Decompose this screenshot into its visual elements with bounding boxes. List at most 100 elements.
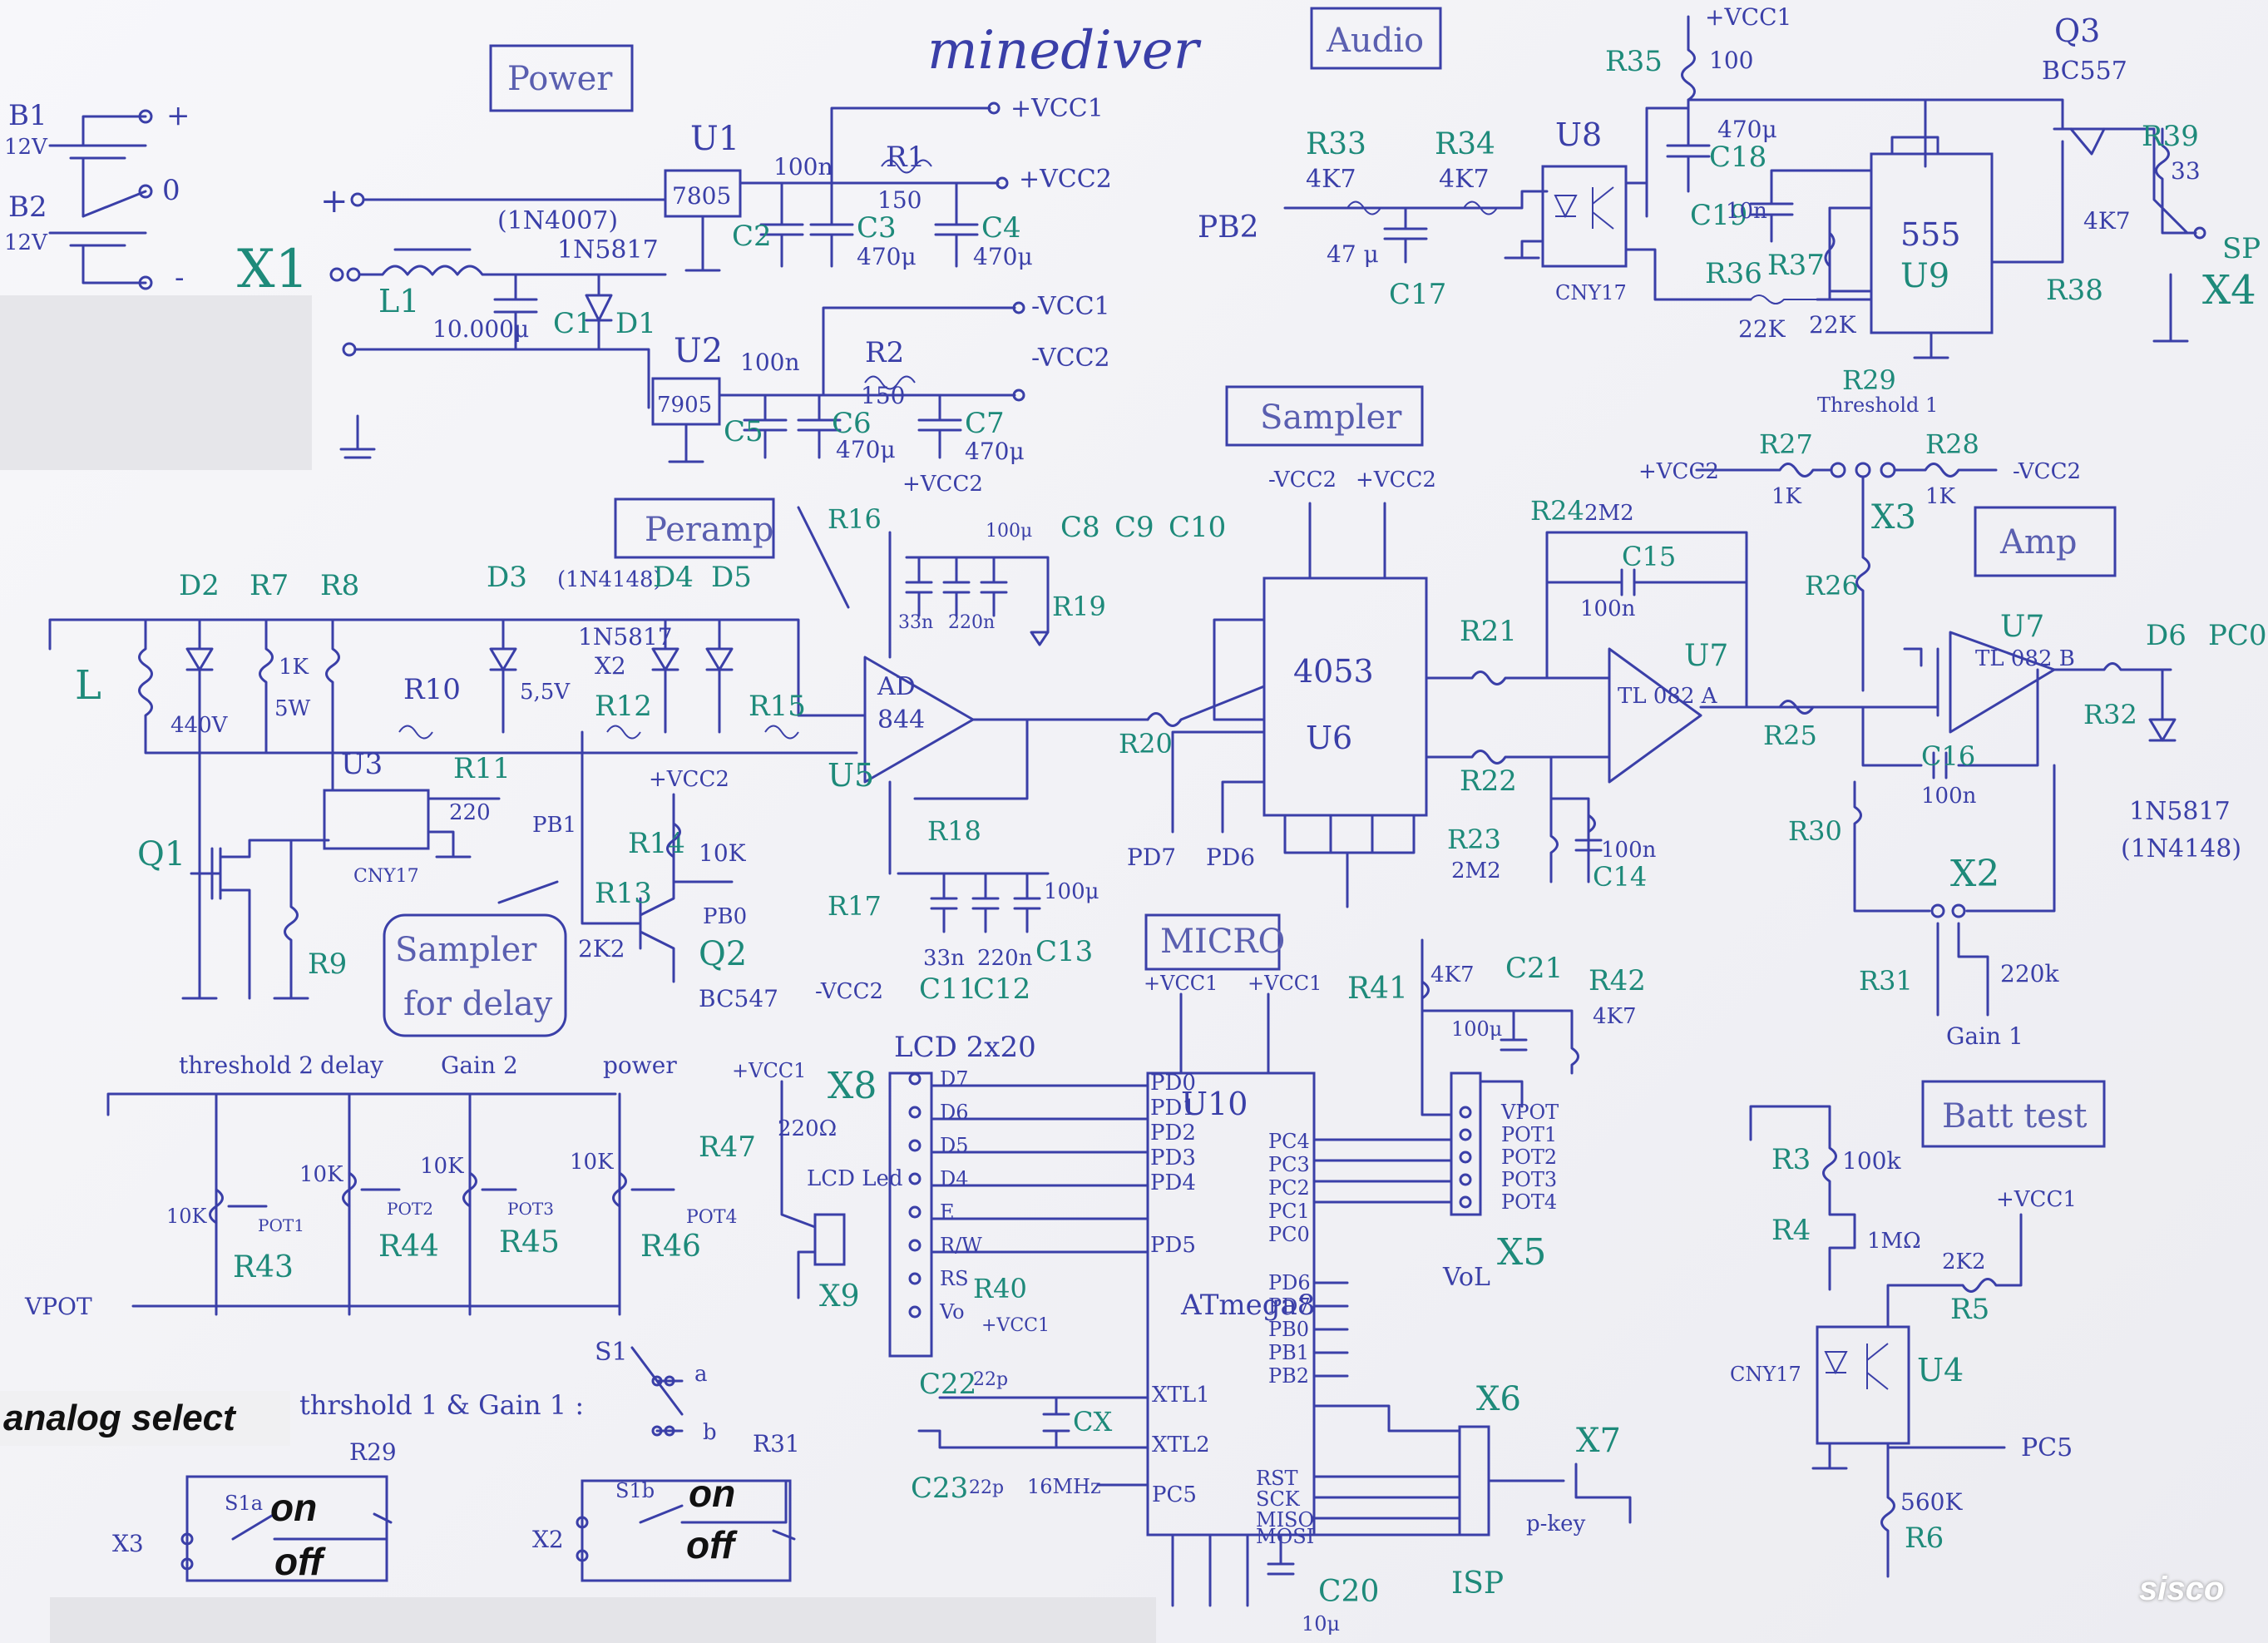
r36-value: 22K — [1738, 315, 1786, 343]
sampler-section: 4053 U6 R20 -VCC2 +VCC2 PD7 PD6 R21 R22 … — [1119, 468, 1865, 908]
c7-label: C7 — [965, 407, 1005, 440]
r37-label: R37 — [1767, 249, 1825, 282]
title: minediver — [927, 20, 1202, 82]
r6-value: 560K — [1900, 1488, 1963, 1516]
lcd-led-label: LCD Led — [807, 1166, 903, 1191]
mcu-pd-pin-2: PD2 — [1150, 1121, 1196, 1146]
xtl1-pin: XTL1 — [1152, 1383, 1210, 1408]
r43-value: 10K — [166, 1205, 208, 1228]
r15-label: R15 — [749, 690, 806, 723]
cx-label: CX — [1073, 1406, 1112, 1438]
mcu-right-pin-8: PB1 — [1268, 1341, 1309, 1364]
mcu-right-pin-0: PC4 — [1268, 1130, 1310, 1153]
q3-part: BC557 — [2042, 57, 2127, 86]
vpot-label: VPOT — [24, 1293, 92, 1320]
r41-value: 4K7 — [1430, 963, 1475, 987]
audio-box — [1310, 7, 1442, 70]
r23-value: 2M2 — [1451, 859, 1501, 883]
x4-label: X4 — [2202, 267, 2256, 314]
u5-ad: AD — [877, 672, 916, 701]
s1b-label: S1b — [615, 1479, 655, 1502]
r7-label: R7 — [250, 569, 289, 602]
lcd-pin-2: D5 — [940, 1134, 969, 1157]
c9-label: C9 — [1114, 511, 1154, 544]
r9-label: R9 — [308, 948, 347, 981]
u2-label: U2 — [674, 332, 723, 370]
r5-value: 2K2 — [1942, 1250, 1986, 1274]
r22-label: R22 — [1460, 765, 1517, 798]
mcu-pd-pin-3: PD3 — [1150, 1146, 1196, 1170]
u6-vcc2: +VCC2 — [1356, 468, 1436, 492]
mcu-vcc1-a: +VCC1 — [1144, 972, 1218, 995]
signature: sisco — [2139, 1571, 2225, 1607]
r27-value: 1K — [1771, 484, 1802, 509]
c19-value: 10n — [1726, 199, 1767, 224]
audio-pb2: PB2 — [1198, 210, 1259, 245]
x9-label: X9 — [819, 1279, 860, 1314]
r13-label: R13 — [595, 877, 652, 910]
r32-label: R32 — [2083, 699, 2137, 730]
preamp-arrow — [797, 506, 850, 609]
r14-value: 10K — [699, 839, 747, 867]
c23-label: C23 — [911, 1472, 968, 1505]
batt-plus: + — [166, 99, 190, 132]
preamp-section: L D2 440V R7 1K 5W R8 R10 D3 5,5V (1N414… — [48, 472, 1226, 1012]
pc5-pin: PC5 — [1152, 1482, 1197, 1507]
l1-label: L1 — [378, 283, 419, 319]
mcu-right-pin-2: PC2 — [1268, 1176, 1310, 1200]
vcc1-out: +VCC1 — [1010, 94, 1104, 123]
s1a-label: S1a — [225, 1492, 263, 1515]
r42-label: R42 — [1589, 964, 1646, 997]
pot-function-1: delay — [320, 1052, 383, 1079]
nvcc2-out: -VCC2 — [1031, 344, 1110, 373]
c9-value: 220n — [948, 612, 995, 633]
c11-value: 33n — [923, 946, 965, 971]
x1-label: X1 — [237, 239, 309, 300]
c5-label: C5 — [724, 415, 763, 448]
c22-label: C22 — [919, 1368, 976, 1401]
pot-conn-pin-0: VPOT — [1500, 1101, 1559, 1124]
u5-nvcc2: -VCC2 — [815, 979, 883, 1004]
mcu-right-pin-6: PD7 — [1268, 1294, 1311, 1318]
r19-label: R19 — [1052, 591, 1106, 622]
c22-value: 22p — [973, 1369, 1008, 1390]
r7-watt: 5W — [274, 696, 311, 721]
mcu-pd-pin-5: PD5 — [1150, 1233, 1196, 1258]
u1-part: 7805 — [672, 182, 731, 210]
lcd-pin-4: E — [940, 1200, 955, 1224]
r28-label: R28 — [1925, 428, 1979, 460]
u5-vcc2: +VCC2 — [902, 472, 983, 497]
r29-label: R29 — [1842, 364, 1896, 396]
x2-amp-label: X2 — [1950, 853, 1999, 895]
miso-pin: MISO — [1256, 1508, 1314, 1532]
c12-label: C12 — [973, 972, 1030, 1006]
isp-label: ISP — [1451, 1566, 1504, 1601]
q2-label: Q2 — [699, 935, 747, 973]
lcd-label: LCD 2x20 — [894, 1031, 1036, 1064]
pot3-tag: POT3 — [507, 1199, 554, 1219]
pots-r29: R29 — [349, 1438, 397, 1466]
pots-x3: X3 — [112, 1530, 144, 1557]
c12-value: 220n — [977, 946, 1033, 971]
r23-label: R23 — [1447, 824, 1501, 855]
c8-value: 33n — [898, 612, 933, 633]
pots-r31: R31 — [753, 1430, 800, 1457]
r5-label: R5 — [1950, 1293, 1989, 1326]
batt-zero: 0 — [162, 174, 180, 207]
r25-label: R25 — [1763, 720, 1817, 751]
d3-value: 5,5V — [520, 680, 571, 705]
d1-part: (1N4007) — [497, 206, 618, 235]
c16-value: 100n — [1921, 784, 1977, 809]
q1-label: Q1 — [137, 835, 185, 873]
sampler-delay-line1: Sampler — [395, 931, 537, 969]
sampler-delay-line2: for delay — [403, 985, 553, 1023]
c3-label: C3 — [857, 211, 897, 245]
r44-label: R44 — [378, 1230, 439, 1264]
s1a-on-label: on — [270, 1486, 318, 1529]
r26-label: R26 — [1805, 570, 1859, 601]
r47-label: R47 — [699, 1131, 756, 1164]
pot-function-2: Gain 2 — [441, 1052, 518, 1079]
